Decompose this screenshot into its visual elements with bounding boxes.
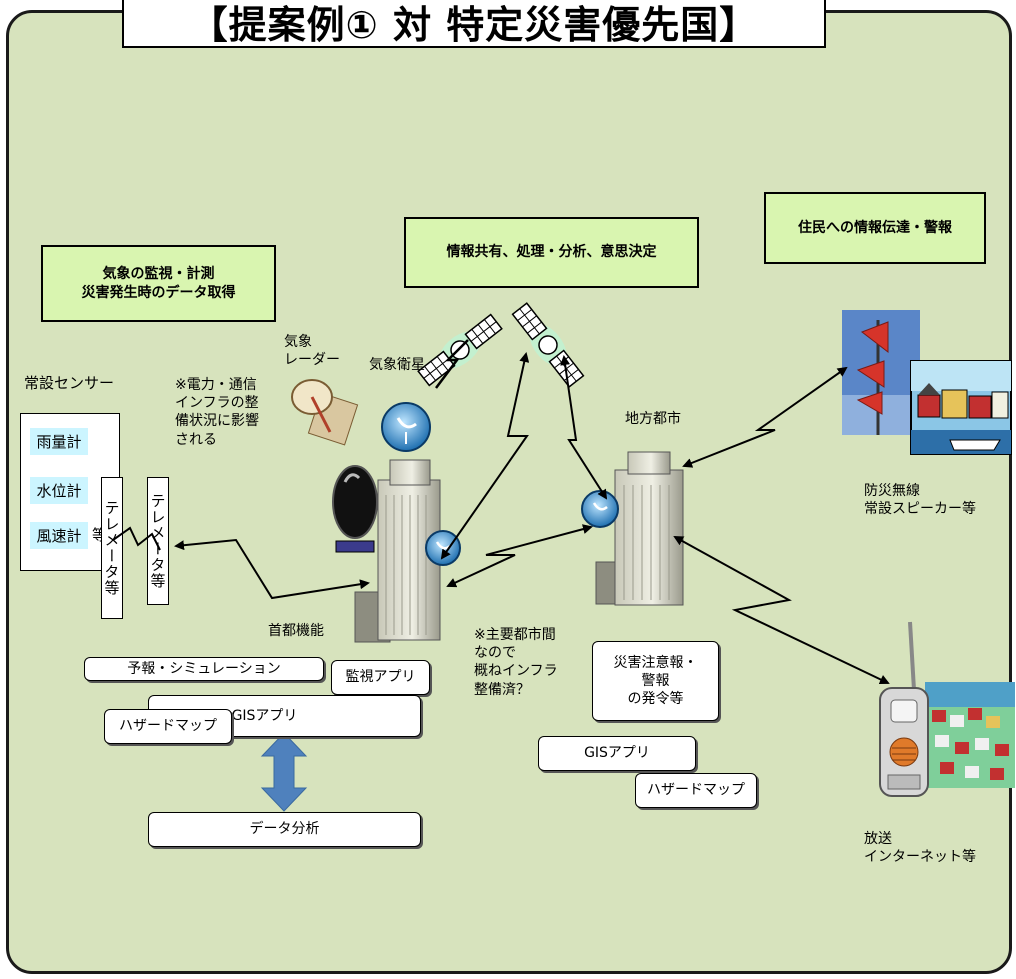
radar-dish-icon <box>291 379 378 553</box>
weather-radar-label: 気象 レーダー <box>284 334 340 369</box>
building-icon-local-city <box>595 451 684 606</box>
data-analysis-box: データ分析 <box>148 812 421 847</box>
link-capital-local <box>446 524 593 588</box>
gis-data-double-arrow <box>260 732 308 812</box>
antenna-icon-capital-lower <box>425 530 461 566</box>
telemeter-link <box>112 526 161 551</box>
local-gis-app-box: GISアプリ <box>538 736 696 771</box>
page-title: 【提案例① 対 特定災害優先国】 <box>122 0 826 48</box>
disaster-radio-label: 防災無線 常設スピーカー等 <box>864 483 976 518</box>
monitoring-app-box: 監視アプリ <box>331 660 430 695</box>
header-monitoring: 気象の監視・計測 災害発生時のデータ取得 <box>41 245 276 322</box>
broadcast-label: 放送 インターネット等 <box>864 831 976 866</box>
wind-speed-gauge: 風速計 <box>30 522 88 549</box>
sensor-group-label: 常設センサー <box>24 374 115 392</box>
telemeter-box-2: テレメータ等 <box>147 477 169 605</box>
major-cities-note: ※主要都市間 なので 概ねインフラ 整備済？ <box>474 627 558 698</box>
link-telemeter-capital <box>174 538 370 600</box>
weather-satellite-label: 気象衛星 <box>369 357 425 373</box>
water-level-gauge: 水位計 <box>30 477 88 504</box>
header-info-sharing: 情報共有、処理・分析、意思決定 <box>404 217 699 288</box>
rain-gauge: 雨量計 <box>30 428 88 455</box>
link-local-speaker <box>682 366 848 468</box>
local-hazard-map-box: ハザードマップ <box>635 773 757 808</box>
satellite-icon-weather <box>417 313 503 387</box>
telemeter-box-1: テレメータ等 <box>101 477 123 619</box>
header-resident-warning: 住民への情報伝達・警報 <box>764 192 986 264</box>
hazard-map-box: ハザードマップ <box>104 709 232 744</box>
loudspeaker-icon <box>842 310 920 435</box>
forecast-simulation-box: 予報・シミュレーション <box>84 657 324 681</box>
capital-label: 首都機能 <box>268 623 324 639</box>
link-comm-satellite-local <box>560 355 608 500</box>
antenna-icon-capital-top <box>381 402 431 452</box>
alert-issue-box: 災害注意報・ 警報 の発令等 <box>592 641 719 721</box>
link-local-broadcast <box>673 536 890 685</box>
town-clipart <box>925 682 1015 788</box>
radio-icon <box>879 621 929 797</box>
local-city-label: 地方都市 <box>625 411 681 427</box>
harbor-clipart <box>910 360 1012 455</box>
infra-note: ※電力・通信 インフラの整 備状況に影響 される <box>175 377 259 448</box>
antenna-icon-local-city <box>581 490 619 528</box>
link-capital-comm-satellite <box>440 352 530 560</box>
